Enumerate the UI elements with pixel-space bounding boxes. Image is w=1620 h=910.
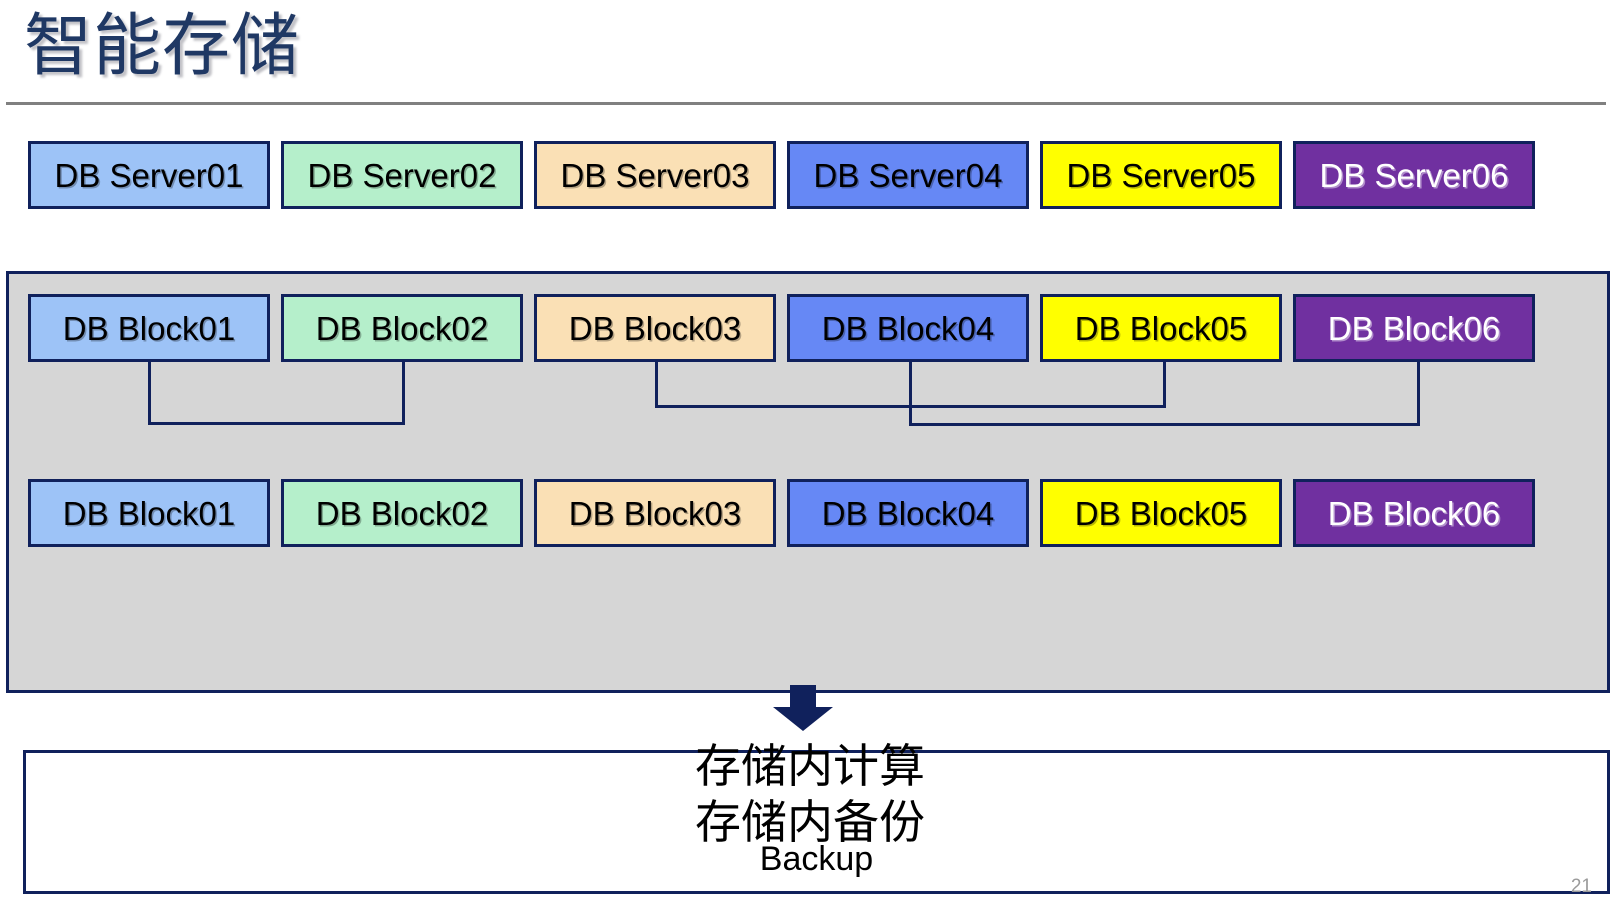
db-block-box-label: DB Block05 bbox=[1074, 309, 1248, 347]
db-block-box-label: DB Block04 bbox=[821, 309, 995, 347]
caption-text: 存储内计算存储内备份 bbox=[0, 738, 1620, 850]
db-backup-block-box-6[interactable]: DB Block06 bbox=[1293, 479, 1535, 547]
db-block-box-3[interactable]: DB Block03 bbox=[534, 294, 776, 362]
db-server-box-label: DB Server05 bbox=[1066, 156, 1256, 194]
db-backup-block-box-label: DB Block01 bbox=[62, 494, 236, 532]
page-number: 21 bbox=[1570, 876, 1592, 897]
db-server-box-label: DB Server01 bbox=[54, 156, 244, 194]
db-server-box-label: DB Server04 bbox=[813, 156, 1003, 194]
db-block-box-label: DB Block01 bbox=[62, 309, 236, 347]
block04-to-block06-bar bbox=[909, 423, 1420, 426]
db-backup-block-box-label: DB Block03 bbox=[568, 494, 742, 532]
db-backup-block-box-label: DB Block02 bbox=[315, 494, 489, 532]
db-block-box-6[interactable]: DB Block06 bbox=[1293, 294, 1535, 362]
caption-line-1: 存储内计算 bbox=[695, 740, 925, 792]
caption-line-2: 存储内备份 bbox=[695, 796, 925, 848]
db-server-box-label: DB Server03 bbox=[560, 156, 750, 194]
db-block-box-1[interactable]: DB Block01 bbox=[28, 294, 270, 362]
block04-to-block06-leg-2 bbox=[1417, 362, 1420, 426]
down-arrow-icon bbox=[773, 685, 833, 731]
page-title: 智能存储 bbox=[24, 8, 301, 84]
title-divider bbox=[6, 102, 1606, 105]
db-block-box-label: DB Block06 bbox=[1327, 309, 1501, 347]
db-block-box-label: DB Block02 bbox=[315, 309, 489, 347]
db-server-box-6[interactable]: DB Server06 bbox=[1293, 141, 1535, 209]
db-backup-block-box-label: DB Block06 bbox=[1327, 494, 1501, 532]
db-block-box-5[interactable]: DB Block05 bbox=[1040, 294, 1282, 362]
block03-to-block05-leg-2 bbox=[1163, 362, 1166, 408]
block03-to-block05-leg-1 bbox=[655, 362, 658, 408]
block01-to-block02-leg-2 bbox=[402, 362, 405, 425]
db-backup-block-box-5[interactable]: DB Block05 bbox=[1040, 479, 1282, 547]
db-server-box-3[interactable]: DB Server03 bbox=[534, 141, 776, 209]
block04-to-block06-leg-1 bbox=[909, 362, 912, 426]
db-server-box-4[interactable]: DB Server04 bbox=[787, 141, 1029, 209]
block01-to-block02-bar bbox=[148, 422, 405, 425]
block01-to-block02-leg-1 bbox=[148, 362, 151, 425]
db-backup-block-box-3[interactable]: DB Block03 bbox=[534, 479, 776, 547]
db-backup-block-box-label: DB Block05 bbox=[1074, 494, 1248, 532]
db-backup-block-box-label: DB Block04 bbox=[821, 494, 995, 532]
db-block-box-4[interactable]: DB Block04 bbox=[787, 294, 1029, 362]
db-block-box-2[interactable]: DB Block02 bbox=[281, 294, 523, 362]
storage-label: Storage bbox=[15, 906, 1619, 910]
db-server-box-5[interactable]: DB Server05 bbox=[1040, 141, 1282, 209]
db-server-box-1[interactable]: DB Server01 bbox=[28, 141, 270, 209]
db-server-box-label: DB Server06 bbox=[1319, 156, 1509, 194]
db-backup-block-box-1[interactable]: DB Block01 bbox=[28, 479, 270, 547]
backup-panel bbox=[23, 750, 1610, 894]
db-backup-block-box-2[interactable]: DB Block02 bbox=[281, 479, 523, 547]
db-backup-block-box-4[interactable]: DB Block04 bbox=[787, 479, 1029, 547]
backup-label: Backup bbox=[759, 840, 874, 878]
db-block-box-label: DB Block03 bbox=[568, 309, 742, 347]
db-server-box-2[interactable]: DB Server02 bbox=[281, 141, 523, 209]
db-server-box-label: DB Server02 bbox=[307, 156, 497, 194]
